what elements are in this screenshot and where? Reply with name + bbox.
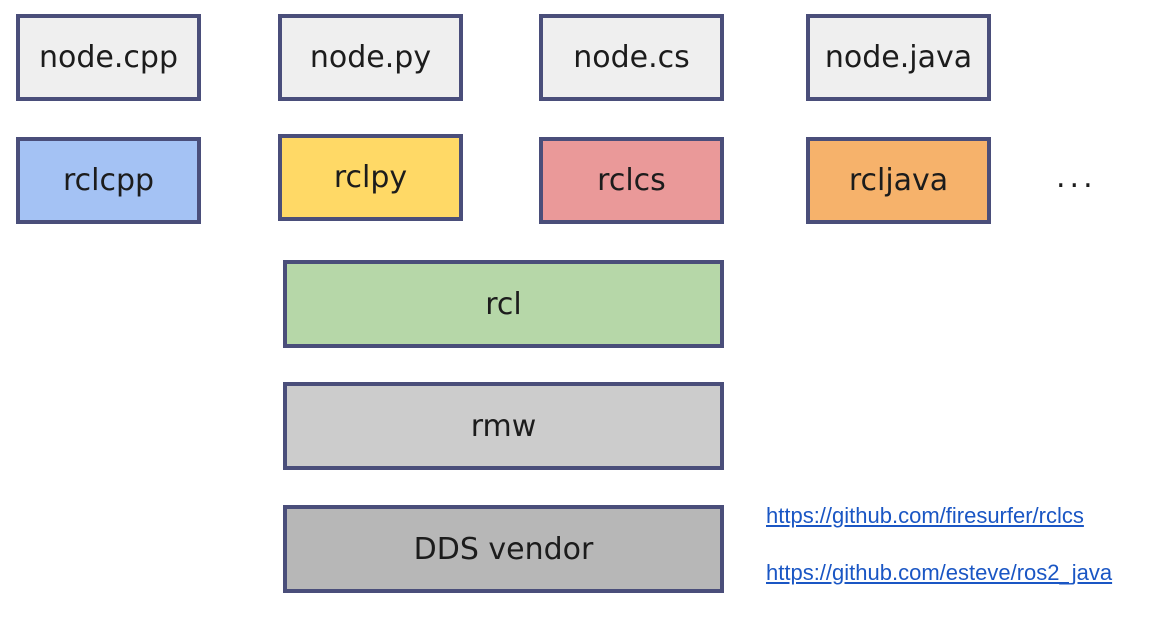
more-ellipsis: ... (1056, 160, 1097, 195)
rclpy-box: rclpy (278, 134, 463, 221)
node-py-label: node.py (309, 40, 432, 75)
rclcs-label: rclcs (597, 163, 666, 198)
node-cpp-box: node.cpp (16, 14, 201, 101)
rcl-label: rcl (485, 286, 522, 322)
ros2-java-repo-link[interactable]: https://github.com/esteve/ros2_java (766, 560, 1113, 585)
rcljava-label: rcljava (848, 163, 949, 198)
node-cs-label: node.cs (573, 40, 690, 75)
dds-vendor-box: DDS vendor (283, 505, 724, 593)
rclcpp-label: rclcpp (62, 163, 155, 198)
node-py-box: node.py (278, 14, 463, 101)
rcljava-box: rcljava (806, 137, 991, 224)
rmw-box: rmw (283, 382, 724, 470)
rclcs-box: rclcs (539, 137, 724, 224)
rclcpp-box: rclcpp (16, 137, 201, 224)
dds-vendor-label: DDS vendor (413, 531, 594, 567)
rcl-box: rcl (283, 260, 724, 348)
rclcs-repo-link[interactable]: https://github.com/firesurfer/rclcs (766, 503, 1084, 528)
node-cpp-label: node.cpp (39, 40, 178, 75)
node-cs-box: node.cs (539, 14, 724, 101)
rmw-label: rmw (470, 408, 537, 444)
node-java-box: node.java (806, 14, 991, 101)
rclpy-label: rclpy (333, 160, 408, 195)
node-java-label: node.java (824, 40, 973, 75)
